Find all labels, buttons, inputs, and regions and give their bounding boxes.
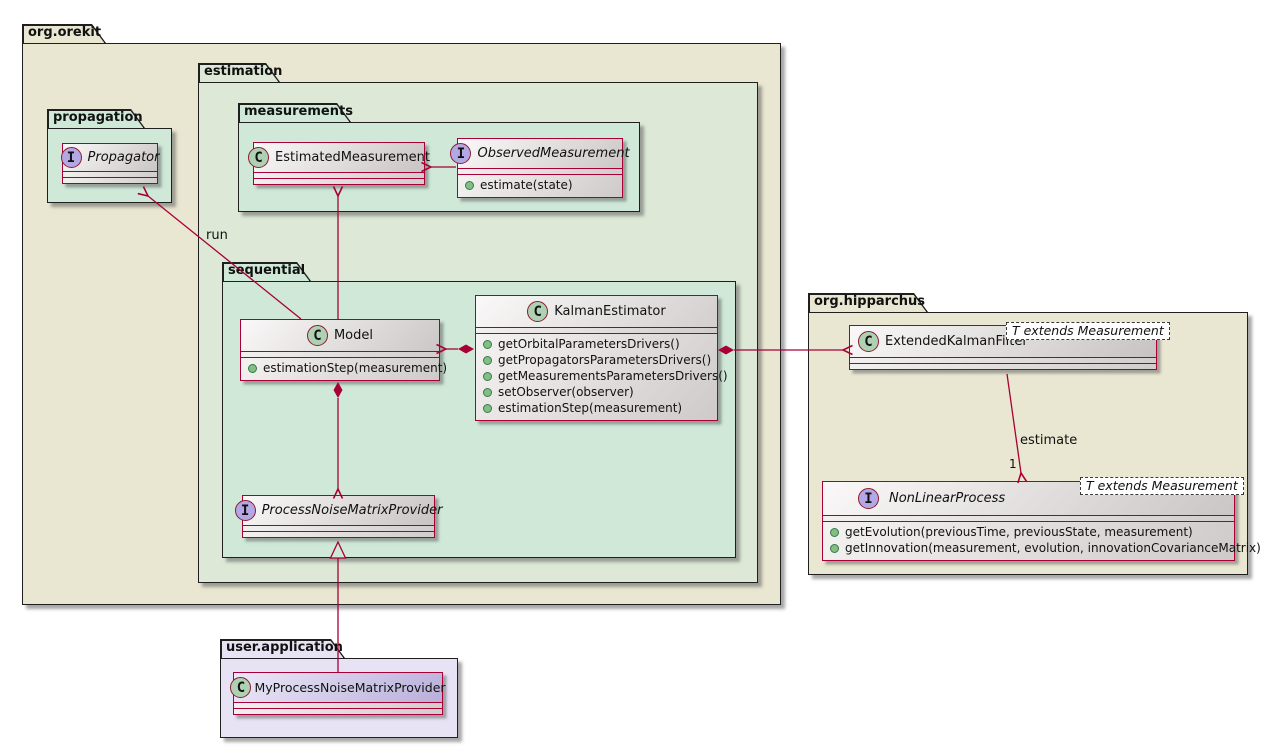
- package-sequential-label: sequential: [228, 263, 306, 278]
- package-user-application-label: user.application: [226, 640, 343, 655]
- methods-compartment: [243, 531, 434, 537]
- class-name: Propagator: [87, 150, 160, 165]
- fields-compartment: [476, 327, 717, 333]
- method-row: setObserver(observer): [483, 385, 711, 400]
- method-row: estimationStep(measurement): [483, 401, 711, 416]
- fields-compartment: [241, 351, 439, 357]
- package-estimation-label: estimation: [204, 64, 283, 79]
- package-tab-fill: [222, 641, 344, 658]
- generic-parameter-label: T extends Measurement: [1080, 477, 1244, 495]
- interface-icon: I: [450, 143, 472, 164]
- methods-compartment: [850, 363, 1156, 369]
- methods-compartment: estimationStep(measurement): [241, 357, 447, 380]
- methods-compartment: getOrbitalParametersDrivers() getPropaga…: [476, 333, 728, 420]
- package-sequential-tab: sequential: [222, 262, 311, 281]
- class-name: ObservedMeasurement: [477, 146, 630, 161]
- package-tab-fill: [24, 26, 105, 43]
- class-name: NonLinearProcess: [889, 491, 1006, 506]
- public-visibility-icon: [483, 404, 492, 413]
- public-visibility-icon: [483, 356, 492, 365]
- edge-label-run: run: [206, 228, 228, 243]
- package-propagation-label: propagation: [53, 110, 143, 125]
- methods-compartment: [254, 178, 424, 184]
- methods-compartment: estimate(state): [458, 174, 622, 197]
- package-orekit-label: org.orekit: [28, 25, 102, 40]
- package-tab-fill: [200, 65, 279, 82]
- class-name: ProcessNoiseMatrixProvider: [261, 503, 443, 518]
- class-icon: C: [230, 677, 252, 698]
- class-icon: C: [527, 301, 549, 322]
- package-hipparchus-label: org.hipparchus: [814, 294, 926, 309]
- edge-label-estimate: estimate: [1020, 433, 1078, 448]
- interface-observed-measurement: I ObservedMeasurement estimate(state): [450, 138, 630, 198]
- class-name: EstimatedMeasurement: [275, 150, 430, 165]
- fields-compartment: [243, 525, 434, 531]
- public-visibility-icon: [483, 372, 492, 381]
- generic-parameter-label: T extends Measurement: [1006, 322, 1170, 340]
- method-row: getOrbitalParametersDrivers(): [483, 337, 711, 352]
- public-visibility-icon: [830, 528, 839, 537]
- class-propagator: I Propagator: [60, 143, 160, 184]
- class-icon: C: [858, 331, 879, 352]
- package-propagation-tab: propagation: [47, 109, 145, 128]
- public-visibility-icon: [830, 544, 839, 553]
- fields-compartment: [63, 171, 157, 177]
- package-estimation-tab: estimation: [198, 63, 283, 82]
- package-user-application-tab: user.application: [220, 639, 345, 658]
- class-name: ExtendedKalmanFilter: [885, 334, 1028, 349]
- interface-process-noise-matrix-provider: I ProcessNoiseMatrixProvider: [234, 495, 442, 538]
- public-visibility-icon: [483, 388, 492, 397]
- fields-compartment: [234, 702, 442, 708]
- method-row: getPropagatorsParametersDrivers(): [483, 353, 711, 368]
- public-visibility-icon: [465, 181, 474, 190]
- package-orekit-tab: org.orekit: [22, 24, 106, 43]
- interface-icon: I: [60, 147, 82, 168]
- package-tab-fill: [49, 111, 144, 128]
- interface-non-linear-process: I NonLinearProcess getEvolution(previous…: [822, 481, 1261, 561]
- method-label: getMeasurementsParametersDrivers(): [498, 369, 728, 383]
- interface-icon: I: [858, 488, 879, 509]
- class-icon: C: [248, 147, 270, 168]
- method-row: getEvolution(previousTime, previousState…: [830, 525, 1228, 540]
- method-row: estimate(state): [465, 178, 616, 193]
- methods-compartment: [63, 177, 157, 183]
- class-estimated-measurement: C EstimatedMeasurement: [248, 142, 430, 185]
- class-my-process-noise-matrix-provider: C MyProcessNoiseMatrixProvider: [230, 672, 446, 715]
- method-label: getPropagatorsParametersDrivers(): [498, 353, 712, 367]
- method-row: getInnovation(measurement, evolution, in…: [830, 541, 1261, 556]
- methods-compartment: [234, 708, 442, 714]
- method-label: setObserver(observer): [498, 385, 634, 399]
- class-name: KalmanEstimator: [554, 304, 666, 319]
- public-visibility-icon: [483, 340, 492, 349]
- class-icon: C: [306, 325, 328, 346]
- method-label: getEvolution(previousTime, previousState…: [845, 525, 1193, 539]
- package-measurements-label: measurements: [244, 104, 353, 119]
- class-kalman-estimator: C KalmanEstimator getOrbitalParametersDr…: [475, 295, 728, 421]
- method-label: getInnovation(measurement, evolution, in…: [845, 541, 1261, 555]
- package-tab-fill: [240, 105, 350, 122]
- class-name: Model: [333, 328, 374, 343]
- package-measurements-tab: measurements: [238, 103, 353, 122]
- interface-icon: I: [234, 500, 256, 521]
- method-row: estimationStep(measurement): [248, 361, 447, 376]
- fields-compartment: [850, 357, 1156, 363]
- class-name: MyProcessNoiseMatrixProvider: [254, 680, 446, 695]
- class-model: C Model estimationStep(measurement): [240, 319, 447, 381]
- method-label: getOrbitalParametersDrivers(): [498, 337, 680, 351]
- fields-compartment: [458, 168, 622, 174]
- method-row: getMeasurementsParametersDrivers(): [483, 369, 728, 384]
- package-tab-fill: [810, 295, 927, 312]
- method-label: estimationStep(measurement): [263, 361, 448, 375]
- fields-compartment: [254, 172, 424, 178]
- fields-compartment: [823, 515, 1234, 521]
- method-label: estimationStep(measurement): [498, 401, 683, 415]
- methods-compartment: getEvolution(previousTime, previousState…: [823, 521, 1261, 560]
- package-hipparchus-tab: org.hipparchus: [808, 293, 928, 312]
- method-label: estimate(state): [480, 178, 573, 192]
- edge-label-multiplicity: 1: [1009, 457, 1017, 471]
- public-visibility-icon: [248, 364, 257, 373]
